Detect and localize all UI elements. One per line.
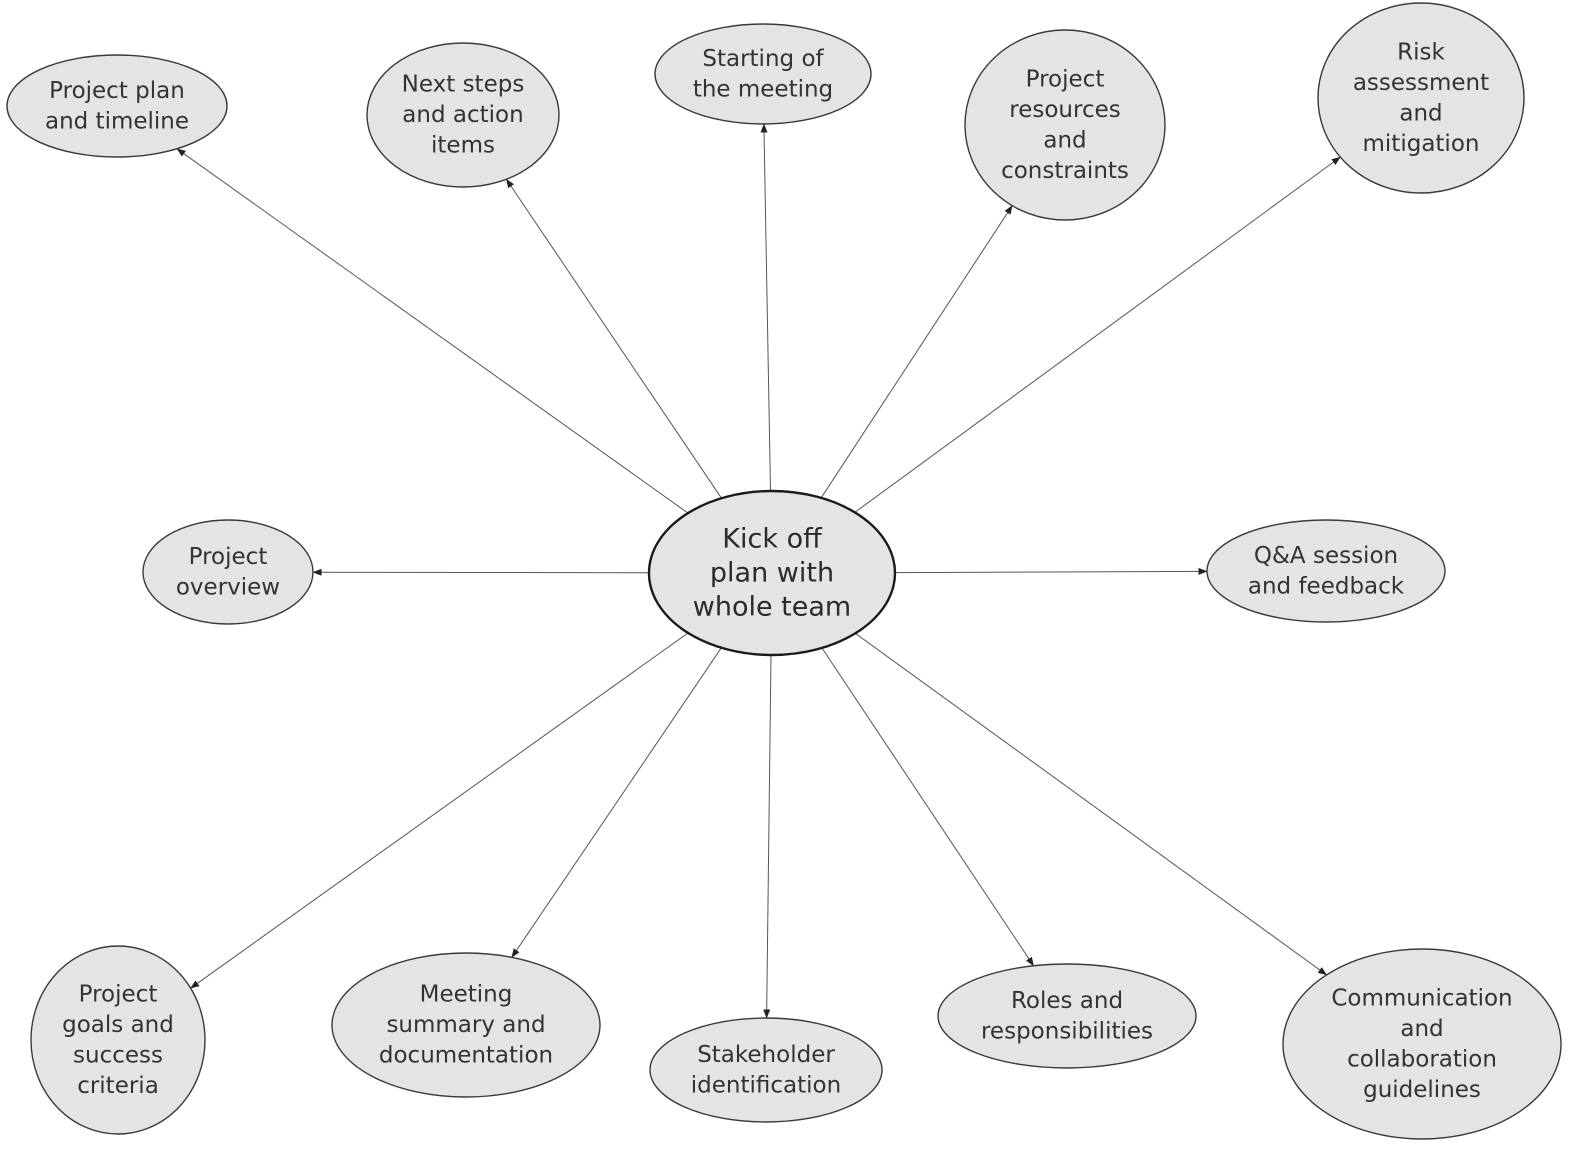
node-label-line: Project (189, 544, 268, 570)
node-label-line: and (1400, 1016, 1443, 1042)
node-shape (6, 54, 228, 158)
node-resources: Project resources and constraints (964, 29, 1166, 221)
node-label-line: Project (1026, 66, 1105, 92)
node-label-line: identification (691, 1072, 841, 1098)
edge-center-to-qa (894, 567, 1208, 575)
node-shape (654, 23, 872, 125)
node-label-line: Communication (1331, 985, 1512, 1011)
node-label-line: criteria (77, 1073, 159, 1099)
node-label-line: summary and (386, 1012, 545, 1038)
edge-center-to-roles (821, 647, 1035, 967)
edge-center-to-goals (190, 632, 689, 989)
node-label-line: Project plan (49, 78, 185, 104)
node-label-line: Kick off (722, 524, 823, 555)
node-next-steps: Next steps and action items (366, 42, 560, 188)
node-label-line: and action (402, 102, 523, 128)
node-label-line: and feedback (1248, 573, 1405, 599)
node-label-line: whole team (693, 592, 851, 623)
node-label-line: items (431, 133, 495, 159)
node-label-line: Next steps (402, 72, 525, 98)
node-label-line: mitigation (1363, 131, 1480, 157)
node-label-line: plan with (710, 558, 834, 589)
node-label-line: Project (79, 981, 158, 1007)
node-shape (1206, 519, 1446, 623)
node-risk: Risk assessment and mitigation (1317, 2, 1525, 194)
edge-center-to-communication (855, 632, 1328, 976)
node-shape (142, 519, 314, 625)
node-label-line: Starting of (702, 46, 824, 72)
node-qa: Q&A session and feedback (1206, 519, 1446, 623)
node-shape (964, 29, 1166, 221)
node-label-line: collaboration (1347, 1046, 1497, 1072)
node-shape (647, 489, 897, 657)
node-label-line: Q&A session (1254, 543, 1398, 569)
node-label-line: Roles and (1011, 988, 1123, 1014)
node-label-line: Risk (1397, 39, 1445, 65)
node-plan-timeline: Project plan and timeline (6, 54, 228, 158)
node-stakeholder: Stakeholder identification (649, 1017, 883, 1123)
node-label-line: and (1399, 100, 1442, 126)
node-overview: Project overview (142, 519, 314, 625)
node-shape (366, 42, 560, 188)
node-shape (331, 952, 601, 1098)
node-label-line: documentation (379, 1043, 553, 1069)
edge-center-to-risk (854, 156, 1341, 513)
node-shape (937, 963, 1197, 1069)
edge-center-to-stakeholder (763, 654, 772, 1019)
node-label-line: resources (1009, 97, 1120, 123)
node-label-line: assessment (1353, 70, 1489, 96)
node-communication: Communication and collaboration guidelines (1282, 948, 1562, 1140)
edge-center-to-next-steps (505, 178, 722, 499)
node-label-line: Stakeholder (697, 1042, 835, 1068)
node-shape (1317, 2, 1525, 194)
node-label-line: and (1043, 127, 1086, 153)
node-label-line: guidelines (1363, 1077, 1481, 1103)
node-shape (649, 1017, 883, 1123)
node-label-line: overview (176, 574, 280, 600)
node-goals: Project goals and success criteria (30, 945, 206, 1135)
node-roles: Roles and responsibilities (937, 963, 1197, 1069)
node-label-line: goals and (62, 1012, 174, 1038)
edge-center-to-summary (511, 647, 722, 958)
node-label-line: responsibilities (981, 1018, 1153, 1044)
edges-layer (176, 123, 1341, 1019)
node-shape (1282, 948, 1562, 1140)
edge-center-to-starting (760, 123, 771, 492)
edge-center-to-resources (820, 205, 1013, 499)
node-label-line: Meeting (420, 982, 513, 1008)
node-label-line: constraints (1001, 158, 1129, 184)
node-label-line: and timeline (45, 108, 189, 134)
node-summary: Meeting summary and documentation (331, 952, 601, 1098)
node-shape (30, 945, 206, 1135)
edge-center-to-overview (312, 568, 650, 576)
node-label-line: the meeting (693, 76, 833, 102)
node-label-line: success (73, 1042, 163, 1068)
edge-center-to-plan-timeline (176, 148, 689, 514)
node-starting: Starting of the meeting (654, 23, 872, 125)
